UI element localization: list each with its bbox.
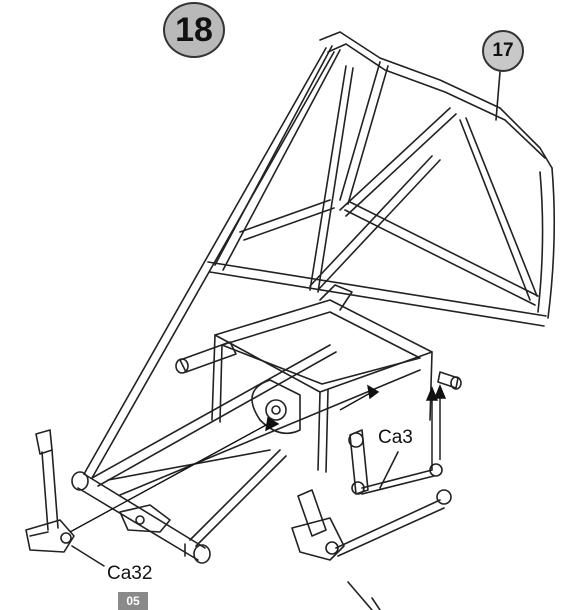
reference-step-number: 17	[492, 40, 514, 61]
lower-chassis	[71, 344, 421, 564]
callout-ca3: Ca3	[378, 427, 413, 448]
reference-step-badge: 17	[482, 30, 524, 72]
page-tag-label: 05	[126, 594, 140, 608]
callout-ca32: Ca32	[107, 563, 153, 584]
step-number: 18	[175, 10, 213, 49]
assembly-arrows	[69, 384, 447, 533]
step-number-badge: 18	[163, 2, 225, 58]
pedal-part-ca32	[25, 429, 105, 567]
page-tag: 05	[118, 592, 148, 610]
ca3-leader-line	[379, 451, 399, 489]
ref-17-leader-line	[495, 71, 501, 121]
roll-cage-frame	[83, 31, 556, 479]
central-frame	[175, 284, 462, 473]
linkage-assembly	[291, 429, 452, 561]
